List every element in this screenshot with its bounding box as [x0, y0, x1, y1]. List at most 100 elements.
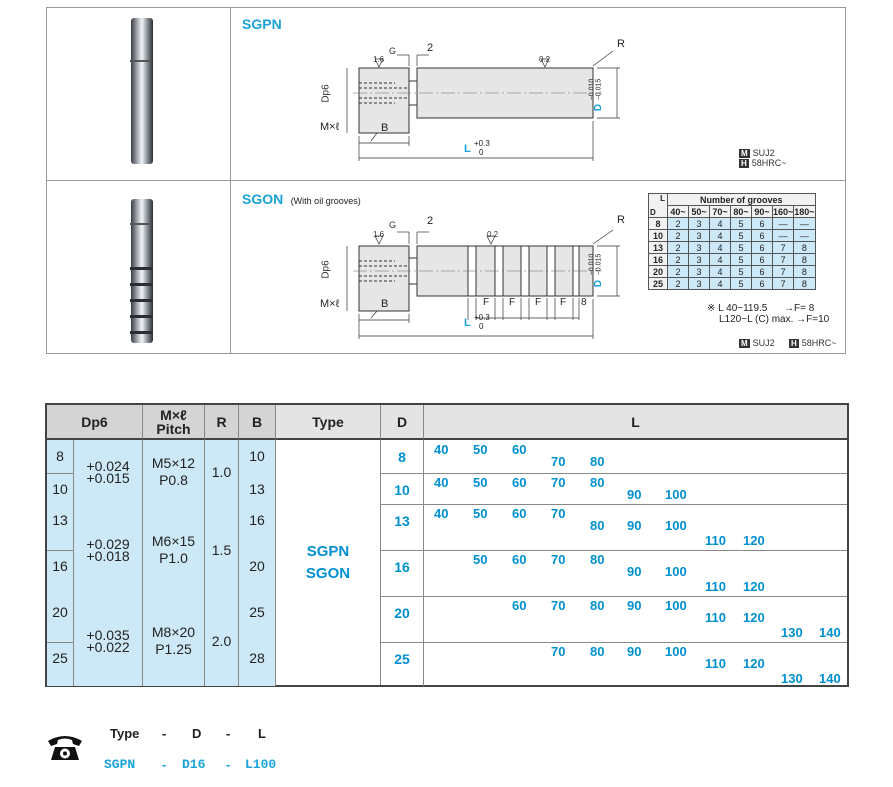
l-value: 90: [627, 598, 642, 613]
hardness-icon: H: [789, 339, 799, 348]
sgon-0-2-label: 0.2: [487, 230, 499, 239]
material-icon: M: [739, 149, 750, 158]
sgpn-title: SGPN: [242, 16, 282, 32]
sgpn-d-tol1: −0.010: [588, 78, 596, 101]
l-value: 110: [705, 610, 726, 625]
thread-pitch: P1.0: [159, 550, 188, 566]
sgon-d-label: D: [593, 279, 605, 288]
header-l: L: [424, 405, 847, 440]
grooves-count-cell: 2: [667, 229, 689, 242]
row-divider: [47, 473, 74, 474]
l-value: 80: [590, 475, 605, 490]
thread-pitch: P1.25: [155, 641, 192, 657]
sgpn-l-tol-zero: 0: [479, 148, 484, 157]
grooves-count-cell: 7: [771, 265, 795, 278]
grooves-d-cell: 13: [648, 241, 668, 254]
r-cell: 1.0: [205, 440, 239, 504]
sgon-f-label-4: F: [560, 297, 567, 308]
tolerance-upper: +0.024: [86, 458, 130, 474]
order-label-d: D: [192, 726, 202, 741]
grooves-count-cell: 5: [730, 241, 752, 254]
order-example-type: SGPN: [104, 757, 136, 772]
l-value: 90: [627, 564, 642, 579]
thread-size: M6×15: [151, 533, 196, 549]
sgon-dp6-label: Dp6: [320, 260, 332, 279]
l-value: 100: [665, 598, 687, 613]
grooves-count-cell: 4: [709, 217, 731, 230]
grooves-d-cell: 8: [648, 217, 668, 230]
hardness-icon: H: [739, 159, 749, 168]
l-value: 100: [665, 518, 687, 533]
sgon-title: SGON: [242, 191, 284, 207]
row-divider: [381, 550, 847, 551]
grooves-count-cell: 5: [730, 265, 752, 278]
grooves-title: Number of grooves: [667, 193, 816, 206]
grooves-count-cell: 5: [730, 253, 752, 266]
grooves-count-cell: 2: [667, 217, 689, 230]
r-cell: 1.5: [205, 504, 239, 596]
grooves-count-cell: 3: [688, 229, 710, 242]
grooves-count-cell: —: [793, 229, 816, 242]
thread-size: M8×20: [151, 624, 196, 640]
grooves-count-cell: 6: [751, 277, 773, 290]
l-value: 50: [473, 506, 488, 521]
row-divider: [47, 550, 74, 551]
grooves-col: 160~: [771, 205, 795, 218]
grooves-count-cell: —: [771, 229, 795, 242]
grooves-count-cell: 4: [709, 253, 731, 266]
header-dp6: Dp6: [47, 405, 143, 440]
b-value: 25: [239, 596, 276, 642]
header-b: B: [239, 405, 276, 440]
l-value: 110: [705, 579, 726, 594]
sgon-r-label: R: [617, 214, 625, 226]
order-example-d: D16: [182, 757, 206, 772]
dp6-value: 13: [47, 504, 74, 550]
grooves-count-cell: 3: [688, 217, 710, 230]
grooves-col: 40~: [667, 205, 689, 218]
grooves-count-cell: 3: [688, 265, 710, 278]
l-value: 80: [590, 518, 605, 533]
sgon-f-label-1: F: [483, 297, 490, 308]
grooves-count-cell: 6: [751, 265, 773, 278]
dp6-value: 8: [47, 440, 74, 473]
sgpn-d-label: D: [593, 103, 605, 112]
sgon-l-tol-zero: 0: [479, 322, 484, 331]
grooves-count-cell: 8: [793, 253, 816, 266]
sgon-f-label-3: F: [535, 297, 542, 308]
l-value: 100: [665, 564, 687, 579]
order-example-sep: -: [162, 757, 167, 772]
l-value: 120: [743, 533, 765, 548]
sgon-2-label: 2: [427, 215, 434, 227]
header-r: R: [205, 405, 239, 440]
sgpn-d-tol2: −0.015: [595, 78, 603, 101]
sgon-l-label: L: [464, 317, 471, 329]
grooves-col: 80~: [730, 205, 752, 218]
grooves-count-cell: 3: [688, 241, 710, 254]
l-value: 70: [551, 454, 566, 469]
d-value: 10: [381, 473, 424, 504]
d-value: 20: [381, 596, 424, 642]
d-value: 25: [381, 642, 424, 686]
grooves-count-cell: 6: [751, 241, 773, 254]
l-value: 140: [819, 671, 841, 686]
grooves-d-cell: 10: [648, 229, 668, 242]
grooves-table: L D Number of grooves 40~ 50~ 70~ 80~ 90…: [648, 193, 816, 290]
l-value: 50: [473, 475, 488, 490]
grooves-count-cell: 8: [793, 241, 816, 254]
grooves-count-cell: 2: [667, 265, 689, 278]
row-divider: [47, 180, 845, 181]
l-value: 70: [551, 506, 566, 521]
l-value: 70: [551, 644, 566, 659]
b-value: 20: [239, 550, 276, 596]
grooves-count-cell: 8: [793, 277, 816, 290]
l-value: 60: [512, 598, 527, 613]
l-value: 80: [590, 644, 605, 659]
l-value: 110: [705, 533, 726, 548]
